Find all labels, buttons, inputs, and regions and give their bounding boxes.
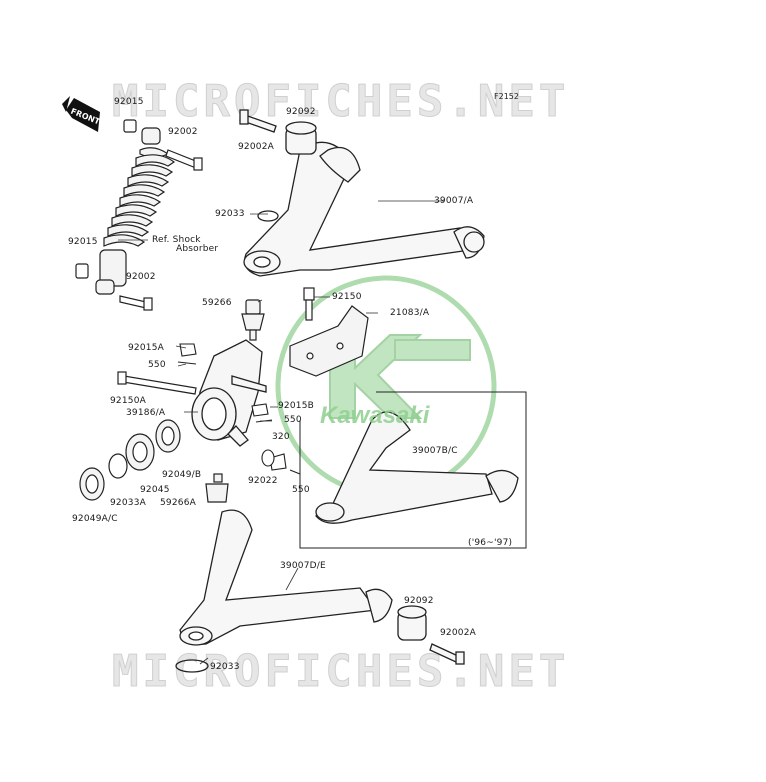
watermark-top: MICROFICHES.NET bbox=[111, 76, 570, 128]
label-92033-top: 92033 bbox=[215, 209, 245, 219]
label-92033A: 92033A bbox=[110, 498, 146, 508]
label-92015A: 92015A bbox=[128, 343, 164, 353]
kawasaki-wordmark: Kawasaki bbox=[320, 402, 430, 429]
label-92015B: 92015B bbox=[278, 401, 315, 411]
label-39007BC: 39007B/C bbox=[412, 446, 458, 456]
upper-a-arm bbox=[239, 109, 485, 277]
label-92045: 92045 bbox=[140, 485, 170, 495]
bracket-21083 bbox=[289, 305, 369, 377]
label-92022: 92022 bbox=[248, 476, 278, 486]
label-92002A-top: 92002A bbox=[238, 142, 274, 152]
steering-knuckle bbox=[191, 339, 267, 447]
variant-inset-box bbox=[299, 391, 527, 549]
label-550-a: 550 bbox=[148, 360, 166, 370]
label-39186A: 39186/A bbox=[126, 408, 166, 418]
label-39007DE: 39007D/E bbox=[280, 561, 326, 571]
label-ref-absorber: Absorber bbox=[176, 244, 219, 254]
label-92033-bot: 92033 bbox=[210, 662, 240, 672]
label-320: 320 bbox=[272, 432, 290, 442]
label-92049B: 92049/B bbox=[162, 470, 202, 480]
label-92015-mid: 92015 bbox=[68, 237, 98, 247]
label-550-c: 550 bbox=[292, 485, 310, 495]
label-92049AC: 92049A/C bbox=[72, 514, 118, 524]
period-note: ('96~'97) bbox=[468, 538, 513, 548]
figure-code: F2152 bbox=[494, 92, 519, 101]
label-59266: 59266 bbox=[202, 298, 232, 308]
label-550-b: 550 bbox=[284, 415, 302, 425]
label-59266A: 59266A bbox=[160, 498, 196, 508]
label-39007A: 39007/A bbox=[434, 196, 474, 206]
label-21083A: 21083/A bbox=[390, 308, 430, 318]
label-92092-top: 92092 bbox=[286, 107, 316, 117]
label-ref-shock: Ref. Shock bbox=[152, 235, 201, 245]
label-92002-mid: 92002 bbox=[126, 272, 156, 282]
label-92015-top: 92015 bbox=[114, 97, 144, 107]
label-92002-top: 92002 bbox=[168, 127, 198, 137]
front-arrow-icon bbox=[62, 96, 100, 132]
label-92150A: 92150A bbox=[110, 396, 146, 406]
label-92002A-bot: 92002A bbox=[440, 628, 476, 638]
lower-a-arm bbox=[175, 509, 465, 673]
label-92092-bot: 92092 bbox=[404, 596, 434, 606]
bearings bbox=[79, 419, 181, 501]
shock-absorber bbox=[95, 127, 176, 295]
label-92150: 92150 bbox=[332, 292, 362, 302]
